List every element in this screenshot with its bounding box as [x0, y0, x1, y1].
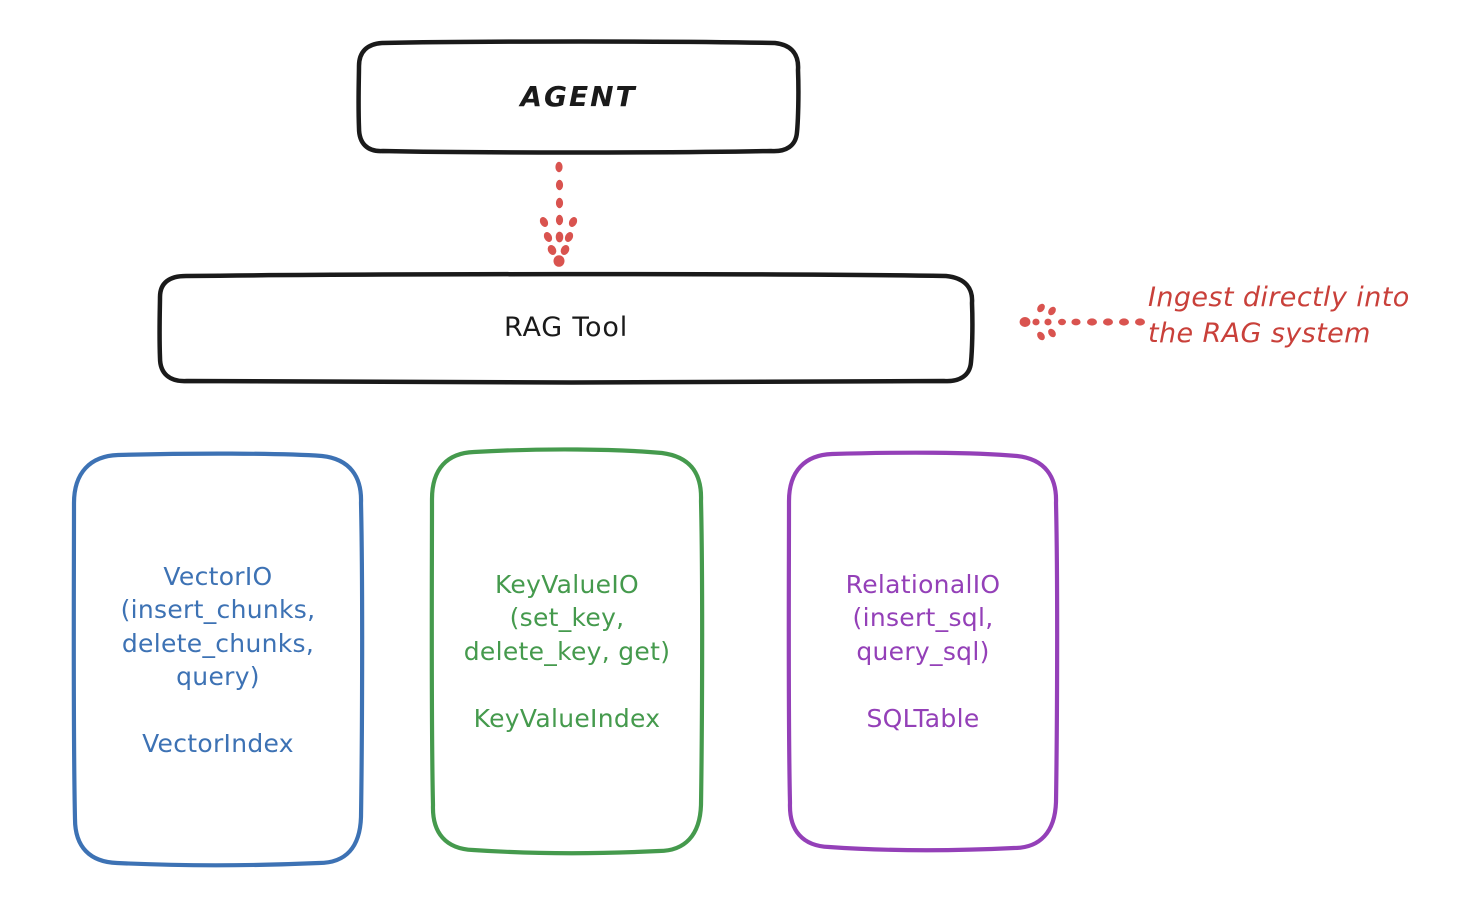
- rag-tool-node[interactable]: RAG Tool: [156, 271, 976, 385]
- relational-io-node[interactable]: RelationalIO (insert_sql, query_sql) SQL…: [785, 450, 1061, 853]
- agent-node-label: AGENT: [520, 79, 637, 113]
- agent-node[interactable]: AGENT: [356, 39, 801, 155]
- vector-io-node[interactable]: VectorIO (insert_chunks, delete_chunks, …: [70, 451, 366, 869]
- vector-io-node-label: VectorIO (insert_chunks, delete_chunks, …: [120, 561, 316, 759]
- agent-to-rag-tool-arrow: [539, 161, 578, 267]
- ingest-annotation-arrow: [1019, 303, 1145, 341]
- relational-io-node-label: RelationalIO (insert_sql, query_sql) SQL…: [845, 569, 1001, 733]
- ingest-annotation-text: Ingest directly into the RAG system: [1148, 282, 1410, 350]
- rag-tool-node-label: RAG Tool: [503, 312, 628, 344]
- key-value-io-node[interactable]: KeyValueIO (set_key, delete_key, get) Ke…: [428, 447, 706, 856]
- key-value-io-node-label: KeyValueIO (set_key, delete_key, get) Ke…: [463, 569, 671, 733]
